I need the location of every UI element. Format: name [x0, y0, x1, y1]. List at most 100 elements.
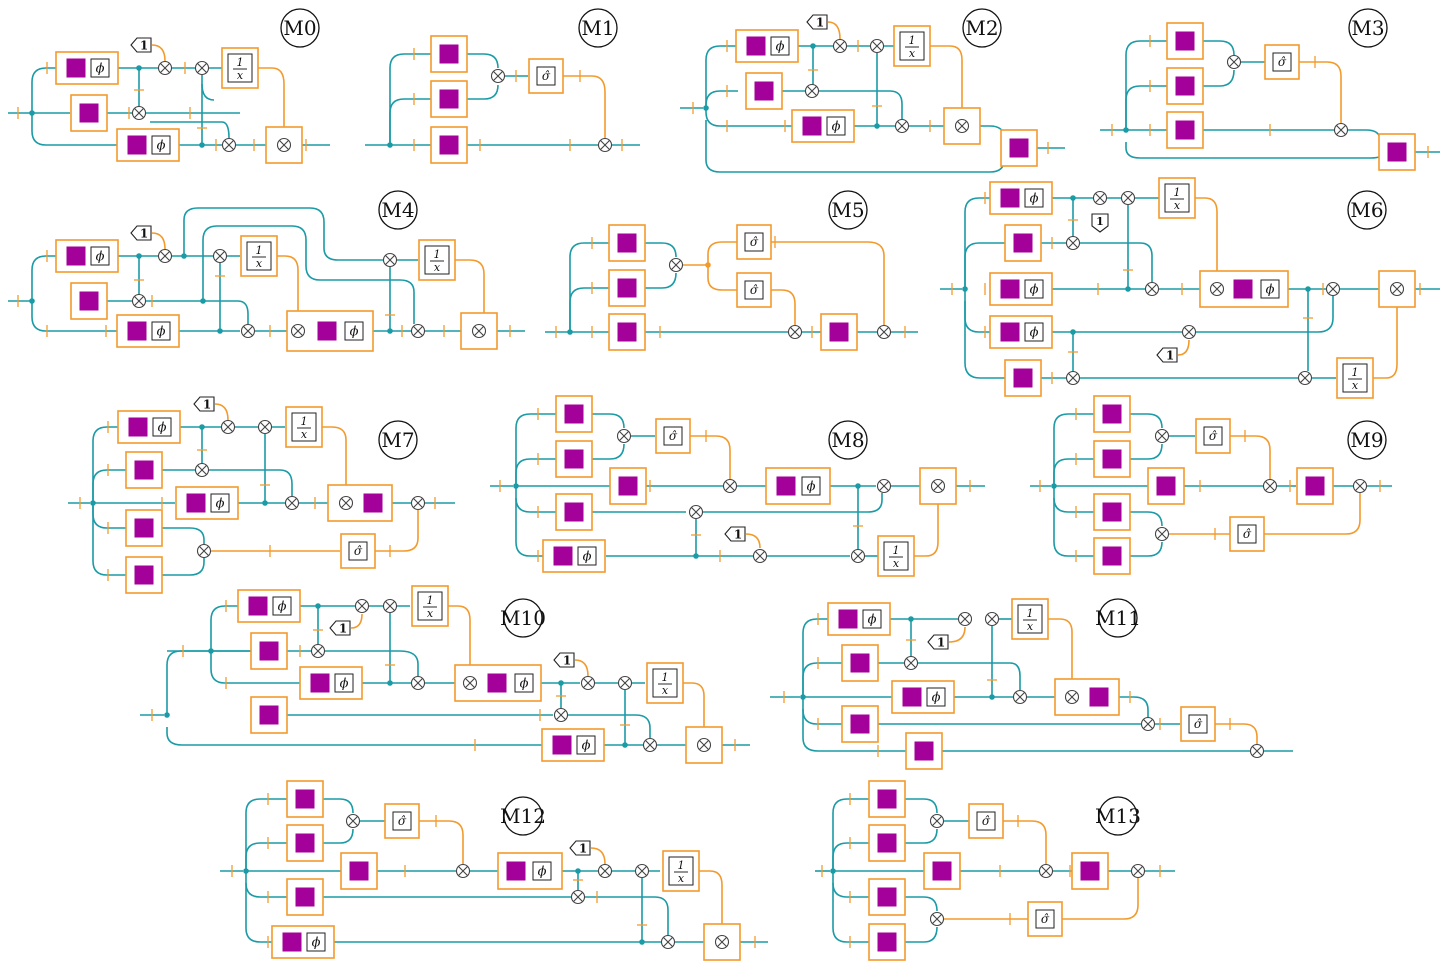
- block-square: [506, 861, 526, 881]
- junction-dot: [1070, 329, 1076, 335]
- wire-branch: [1125, 40, 1168, 130]
- multiply-node: [257, 419, 273, 435]
- multiply-node: [876, 478, 892, 494]
- unit-symbol: 1: [339, 622, 347, 636]
- multiply-node: [220, 419, 236, 435]
- wire-branch: [92, 426, 120, 503]
- wire-branch: [210, 651, 300, 684]
- multiply-node: [850, 548, 866, 564]
- multiply-node: [1352, 478, 1368, 494]
- phi-box: [576, 735, 596, 755]
- multiply-node: [617, 675, 633, 691]
- block-frame: [1004, 359, 1042, 397]
- phi-box: [344, 321, 364, 341]
- wire-branch: [92, 503, 128, 576]
- block-square: [617, 322, 637, 342]
- multiply-node: [668, 257, 684, 273]
- junction-dot: [387, 142, 393, 148]
- block-square: [282, 932, 302, 952]
- phi-box: [1024, 188, 1044, 208]
- phi-symbol: ϕ: [340, 677, 349, 692]
- phi-box: [151, 135, 171, 155]
- wire: [467, 84, 499, 100]
- block-square: [134, 518, 154, 538]
- multiply-node: [1154, 428, 1170, 444]
- unit-flag: [1156, 347, 1178, 363]
- unit-flag: [569, 840, 591, 856]
- block-square: [1156, 476, 1176, 496]
- junction-dot: [217, 328, 223, 334]
- signal-wire: [322, 426, 347, 496]
- multiply-node: [714, 934, 730, 950]
- m0-label: M0: [280, 8, 320, 48]
- inverse-denominator: x: [1352, 379, 1359, 392]
- wire-branch: [1053, 486, 1096, 513]
- inverse-numerator: 1: [1027, 607, 1034, 620]
- wire: [585, 896, 669, 935]
- phi-symbol: ϕ: [157, 139, 166, 154]
- signal-wire: [1230, 435, 1271, 479]
- unit-flag: [553, 652, 575, 668]
- wire-branch: [832, 871, 870, 898]
- phi-symbol: ϕ: [350, 325, 359, 340]
- junction-dot: [1125, 286, 1131, 292]
- m5-label: M5: [828, 190, 868, 230]
- module-label-text: M1: [581, 16, 614, 40]
- wire-branch: [705, 45, 738, 108]
- block-square: [617, 278, 637, 298]
- wire-branch: [802, 618, 828, 697]
- junction-dot: [693, 553, 699, 559]
- sigma-box: [536, 66, 556, 86]
- unit-flag: [724, 526, 746, 542]
- wire: [1196, 296, 1334, 333]
- block-square: [259, 705, 279, 725]
- wire: [399, 650, 419, 676]
- multiply-node: [194, 60, 210, 76]
- phi-box: [90, 58, 110, 78]
- multiply-node: [570, 889, 586, 905]
- block-square: [134, 460, 154, 480]
- wire-branch: [210, 605, 240, 651]
- module-label-text: M6: [1350, 198, 1383, 222]
- module-label-text: M7: [381, 428, 414, 452]
- unit-flag: [130, 37, 152, 53]
- block-square: [618, 476, 638, 496]
- junction-dot: [262, 500, 268, 506]
- wire: [905, 926, 938, 943]
- block-square: [850, 714, 870, 734]
- block-frame: [923, 852, 961, 890]
- phi-box: [272, 596, 292, 616]
- block-square: [1080, 861, 1100, 881]
- multiply-node: [957, 611, 973, 627]
- phi-symbol: ϕ: [216, 497, 225, 512]
- block-square: [1175, 76, 1195, 96]
- wire-branch: [92, 469, 128, 503]
- block-square: [66, 246, 86, 266]
- signal-wire: [1195, 197, 1218, 282]
- multiply-node: [1144, 281, 1160, 297]
- multiply-node: [1065, 370, 1081, 386]
- m9-label: M9: [1347, 420, 1387, 460]
- unit-symbol: 1: [937, 636, 945, 650]
- multiply-node: [410, 495, 426, 511]
- phi-box: [1024, 279, 1044, 299]
- phi-symbol: ϕ: [807, 480, 816, 495]
- wire-branch: [1053, 413, 1096, 486]
- phi-box: [152, 417, 172, 437]
- inverse-box: [652, 668, 678, 698]
- block-square: [838, 609, 858, 629]
- m7-label: M7: [378, 420, 418, 460]
- multiply-node: [954, 118, 970, 134]
- block-square: [1000, 188, 1020, 208]
- block-square: [295, 833, 315, 853]
- sigma-box: [744, 232, 764, 252]
- signal-wire: [419, 820, 464, 864]
- block-square: [552, 735, 572, 755]
- multiply-node: [157, 60, 173, 76]
- inverse-box: [417, 591, 443, 621]
- inverse-box: [246, 241, 272, 271]
- multiply-node: [212, 248, 228, 264]
- signal-wire: [930, 45, 963, 118]
- wire: [905, 828, 938, 844]
- block-square: [877, 932, 897, 952]
